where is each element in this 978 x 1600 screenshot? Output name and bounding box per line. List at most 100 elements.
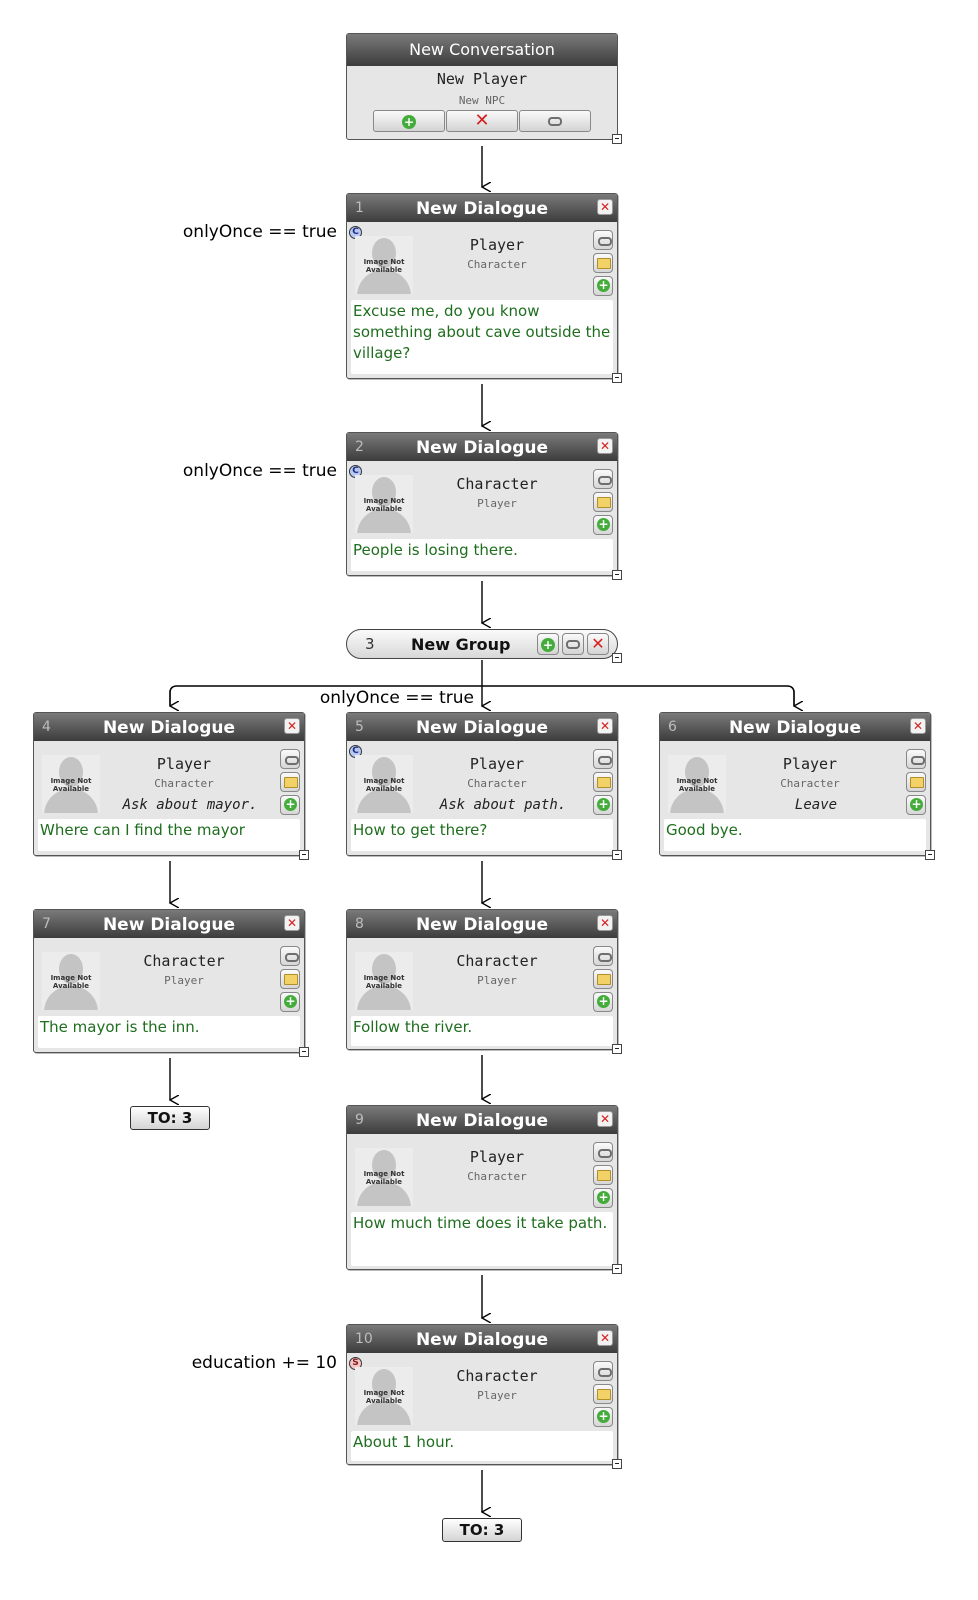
close-icon[interactable]: ✕ <box>587 633 609 655</box>
collapse-toggle[interactable] <box>612 850 622 860</box>
avatar[interactable]: Image Not Available <box>42 755 100 813</box>
collapse-toggle[interactable] <box>612 570 622 580</box>
delete-button[interactable]: ✕ <box>446 110 518 132</box>
close-icon[interactable]: ✕ <box>284 915 300 931</box>
collapse-toggle[interactable] <box>612 653 622 663</box>
folder-icon[interactable] <box>280 772 300 792</box>
close-icon[interactable]: ✕ <box>284 718 300 734</box>
collapse-toggle[interactable] <box>612 134 622 144</box>
listener-name: Character <box>467 777 527 790</box>
link-icon[interactable] <box>593 1142 613 1162</box>
link-button[interactable] <box>519 110 591 132</box>
avatar[interactable]: Image Not Available <box>355 952 413 1010</box>
condition-badge[interactable]: C <box>349 745 362 758</box>
avatar[interactable]: Image Not Available <box>355 1367 413 1425</box>
script-badge[interactable]: S <box>349 1357 362 1370</box>
dialogue-text[interactable]: People is losing there. <box>351 539 613 571</box>
link-icon[interactable] <box>562 633 584 655</box>
folder-icon[interactable] <box>593 253 613 273</box>
avatar[interactable]: Image Not Available <box>355 236 413 294</box>
close-icon[interactable]: ✕ <box>597 915 613 931</box>
add-icon[interactable] <box>537 633 559 655</box>
link-icon[interactable] <box>906 749 926 769</box>
close-icon[interactable]: ✕ <box>597 1330 613 1346</box>
folder-icon[interactable] <box>593 1165 613 1185</box>
collapse-toggle[interactable] <box>925 850 935 860</box>
add-icon[interactable] <box>593 1188 613 1208</box>
collapse-toggle[interactable] <box>612 1264 622 1274</box>
folder-icon[interactable] <box>280 969 300 989</box>
folder-icon[interactable] <box>593 492 613 512</box>
avatar[interactable]: Image Not Available <box>355 755 413 813</box>
add-icon[interactable] <box>593 515 613 535</box>
speaker-name: Character <box>456 475 538 493</box>
dialogue-number: 9 <box>355 1112 364 1128</box>
avatar[interactable]: Image Not Available <box>668 755 726 813</box>
collapse-toggle[interactable] <box>299 850 309 860</box>
close-icon[interactable]: ✕ <box>910 718 926 734</box>
add-icon[interactable] <box>593 276 613 296</box>
add-icon[interactable] <box>906 795 926 815</box>
add-icon[interactable] <box>593 795 613 815</box>
close-icon[interactable]: ✕ <box>597 718 613 734</box>
dialogue-text[interactable]: Follow the river. <box>351 1016 613 1046</box>
dialogue-text[interactable]: The mayor is the inn. <box>38 1016 300 1048</box>
collapse-toggle[interactable] <box>612 1459 622 1469</box>
link-icon[interactable] <box>593 1361 613 1381</box>
group-node[interactable]: 3 New Group ✕ <box>346 629 622 663</box>
link-icon[interactable] <box>280 946 300 966</box>
avatar[interactable]: Image Not Available <box>42 952 100 1010</box>
add-icon[interactable] <box>280 992 300 1012</box>
avatar[interactable]: Image Not Available <box>355 475 413 533</box>
goto-node[interactable]: TO: 3 <box>442 1518 522 1542</box>
dialogue-text[interactable]: Excuse me, do you know something about c… <box>351 300 613 374</box>
collapse-toggle[interactable] <box>299 1047 309 1057</box>
goto-node[interactable]: TO: 3 <box>130 1106 210 1130</box>
dialogue-text[interactable]: Where can I find the mayor <box>38 819 300 851</box>
dialogue-text[interactable]: How to get there? <box>351 819 613 851</box>
add-icon[interactable] <box>593 992 613 1012</box>
avatar[interactable]: Image Not Available <box>355 1148 413 1206</box>
link-icon[interactable] <box>280 749 300 769</box>
link-icon[interactable] <box>593 749 613 769</box>
dialogue-text[interactable]: About 1 hour. <box>351 1431 613 1461</box>
add-icon[interactable] <box>280 795 300 815</box>
folder-icon[interactable] <box>593 1384 613 1404</box>
conversation-start-node[interactable]: New Conversation New Player New NPC ✕ <box>346 33 622 144</box>
close-icon[interactable]: ✕ <box>597 1111 613 1127</box>
listener-name: Character <box>154 777 214 790</box>
link-icon[interactable] <box>593 946 613 966</box>
folder-icon[interactable] <box>593 969 613 989</box>
collapse-toggle[interactable] <box>612 1044 622 1054</box>
collapse-toggle[interactable] <box>612 373 622 383</box>
close-icon[interactable]: ✕ <box>597 199 613 215</box>
dialogue-title: New Dialogue <box>415 718 549 738</box>
dialogue-text[interactable]: Good bye. <box>664 819 926 851</box>
add-dialogue-button[interactable] <box>373 110 445 132</box>
link-icon[interactable] <box>593 469 613 489</box>
folder-icon[interactable] <box>906 772 926 792</box>
dialogue-text[interactable]: How much time does it take path. <box>351 1212 613 1266</box>
link-icon[interactable] <box>593 230 613 250</box>
add-icon[interactable] <box>593 1407 613 1427</box>
close-icon[interactable]: ✕ <box>597 438 613 454</box>
folder-icon[interactable] <box>593 772 613 792</box>
